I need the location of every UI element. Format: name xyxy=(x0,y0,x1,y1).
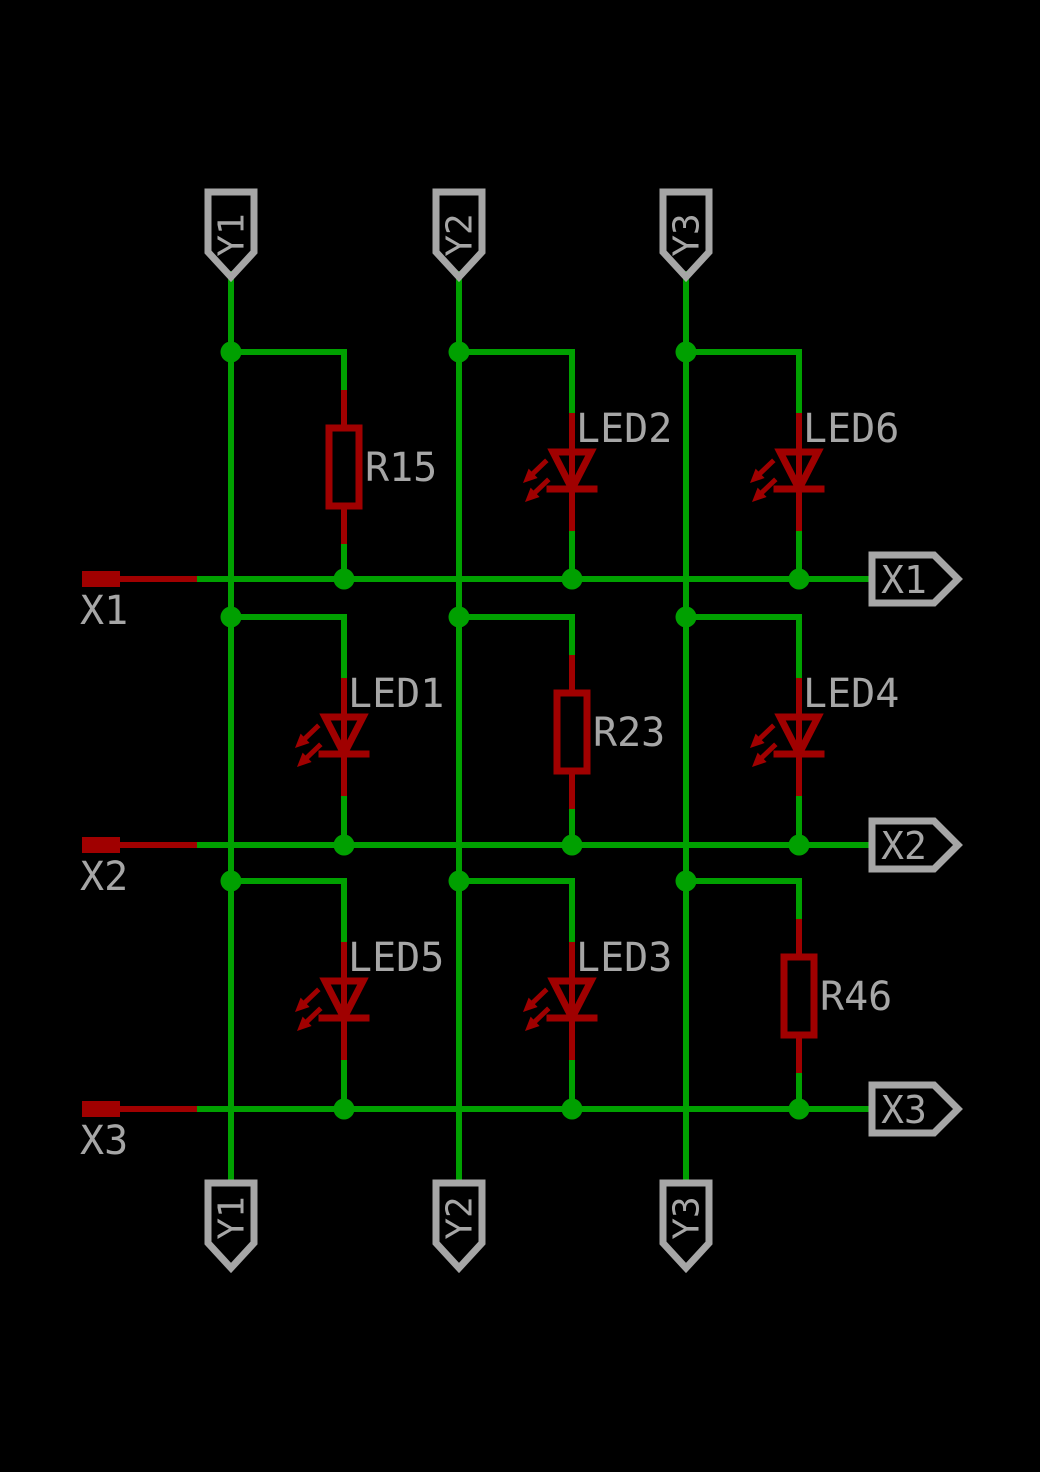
led-emission-arrow-head xyxy=(297,1016,312,1031)
led-led6[interactable]: LED6 xyxy=(750,406,899,531)
led-led3[interactable]: LED3 xyxy=(523,935,672,1060)
led-emission-arrow-head xyxy=(523,997,538,1012)
junction-dot xyxy=(675,341,697,363)
flag-outline xyxy=(204,188,258,283)
pin-label: X1 xyxy=(80,588,128,634)
component-label: R15 xyxy=(365,445,437,491)
flag-label: Y3 xyxy=(667,213,708,256)
flag-outline xyxy=(868,817,963,873)
flag-x3-right[interactable]: X3 xyxy=(868,1081,963,1137)
component-label: LED6 xyxy=(803,406,899,452)
junction-dot xyxy=(333,568,355,590)
flag-y3-top[interactable]: Y3 xyxy=(659,188,713,283)
flag-outline xyxy=(432,1179,486,1274)
flag-label: X1 xyxy=(881,558,927,602)
junction-dot xyxy=(448,341,470,363)
flag-x1-right[interactable]: X1 xyxy=(868,551,963,607)
resistor-r23[interactable]: R23 xyxy=(553,655,665,809)
led-emission-arrow-head xyxy=(525,487,540,502)
flag-y2-bottom[interactable]: Y2 xyxy=(432,1179,486,1274)
junction-dot xyxy=(333,1098,355,1120)
component-label: LED5 xyxy=(348,935,444,981)
flag-label: X3 xyxy=(881,1088,927,1132)
flag-outline xyxy=(659,1179,713,1274)
junction-dot xyxy=(675,606,697,628)
flag-outline xyxy=(204,1179,258,1274)
flag-label: Y2 xyxy=(440,1196,481,1239)
junction-dot xyxy=(788,1098,810,1120)
connector-pin-x3[interactable]: X3 xyxy=(80,1101,197,1164)
pin-label: X2 xyxy=(80,854,128,900)
resistor-body xyxy=(553,689,591,775)
led-triangle xyxy=(319,713,369,762)
flag-y1-bottom[interactable]: Y1 xyxy=(204,1179,258,1274)
led-led4[interactable]: LED4 xyxy=(750,671,899,796)
junction-dot xyxy=(675,870,697,892)
junction-dot xyxy=(561,1098,583,1120)
led-emission-arrow-head xyxy=(297,752,312,767)
junction-dot xyxy=(561,834,583,856)
led-emission-arrow-head xyxy=(523,468,538,483)
led-emission-arrow-head xyxy=(750,733,765,748)
flag-label: Y3 xyxy=(667,1196,708,1239)
flag-y2-top[interactable]: Y2 xyxy=(432,188,486,283)
connector-pin-x1[interactable]: X1 xyxy=(80,571,197,634)
junction-dot xyxy=(788,834,810,856)
led-triangle xyxy=(319,977,369,1026)
led-emission-arrow-head xyxy=(750,468,765,483)
led-triangle xyxy=(774,713,824,762)
led-emission-arrow-head xyxy=(295,997,310,1012)
connector-pin-x2[interactable]: X2 xyxy=(80,837,197,900)
led-triangle xyxy=(547,977,597,1026)
junction-dot xyxy=(788,568,810,590)
flag-outline xyxy=(868,551,963,607)
led-triangle xyxy=(547,448,597,497)
led-led2[interactable]: LED2 xyxy=(523,406,672,531)
led-led5[interactable]: LED5 xyxy=(295,935,444,1060)
flag-y3-bottom[interactable]: Y3 xyxy=(659,1179,713,1274)
flag-label: Y1 xyxy=(212,213,253,256)
component-label: R23 xyxy=(593,710,665,756)
pin-pad xyxy=(82,571,120,587)
flag-outline xyxy=(868,1081,963,1137)
resistor-r46[interactable]: R46 xyxy=(780,919,892,1073)
pin-label: X3 xyxy=(80,1118,128,1164)
junction-dot xyxy=(220,870,242,892)
flag-label: Y2 xyxy=(440,213,481,256)
pin-pad xyxy=(82,1101,120,1117)
component-label: R46 xyxy=(820,974,892,1020)
junction-dot xyxy=(448,870,470,892)
net-wires-layer xyxy=(191,271,875,1186)
junction-dot xyxy=(220,341,242,363)
led-led1[interactable]: LED1 xyxy=(295,671,444,796)
flag-label: X2 xyxy=(881,824,927,868)
junction-dot xyxy=(220,606,242,628)
resistor-body xyxy=(325,424,363,510)
pin-pad xyxy=(82,837,120,853)
component-label: LED1 xyxy=(348,671,444,717)
led-triangle xyxy=(774,448,824,497)
flag-y1-top[interactable]: Y1 xyxy=(204,188,258,283)
flag-x2-right[interactable]: X2 xyxy=(868,817,963,873)
led-emission-arrow-head xyxy=(295,733,310,748)
component-label: LED3 xyxy=(576,935,672,981)
junction-dot xyxy=(333,834,355,856)
junction-dot xyxy=(448,606,470,628)
led-emission-arrow-head xyxy=(752,752,767,767)
resistor-body xyxy=(780,953,818,1039)
led-emission-arrow-head xyxy=(525,1016,540,1031)
flag-outline xyxy=(659,188,713,283)
flag-label: Y1 xyxy=(212,1196,253,1239)
component-label: LED4 xyxy=(803,671,899,717)
junctions-layer xyxy=(220,341,810,1120)
led-emission-arrow-head xyxy=(752,487,767,502)
resistor-r15[interactable]: R15 xyxy=(325,390,437,544)
junction-dot xyxy=(561,568,583,590)
flag-outline xyxy=(432,188,486,283)
component-label: LED2 xyxy=(576,406,672,452)
